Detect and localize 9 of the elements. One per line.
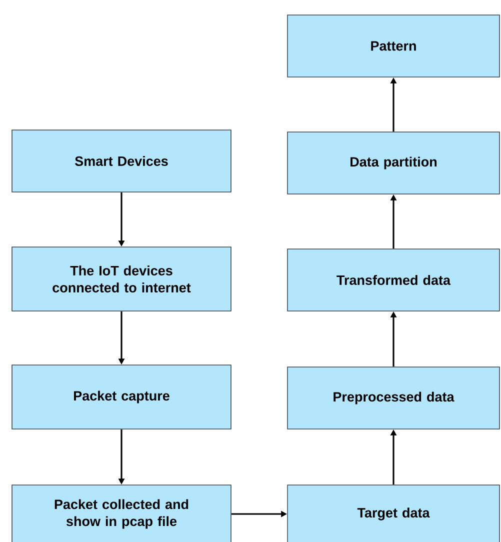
process-box: Packet collected and show in pcap file	[12, 484, 232, 542]
process-box: Target data	[287, 484, 500, 542]
process-box: Packet capture	[12, 364, 232, 430]
process-box: Preprocessed data	[287, 366, 500, 430]
process-box: Data partition	[287, 132, 500, 194]
process-box: Smart Devices	[12, 130, 232, 192]
process-box: The IoT devices connected to internet	[12, 246, 232, 312]
process-box: Pattern	[287, 14, 500, 78]
process-box: Transformed data	[287, 248, 500, 312]
